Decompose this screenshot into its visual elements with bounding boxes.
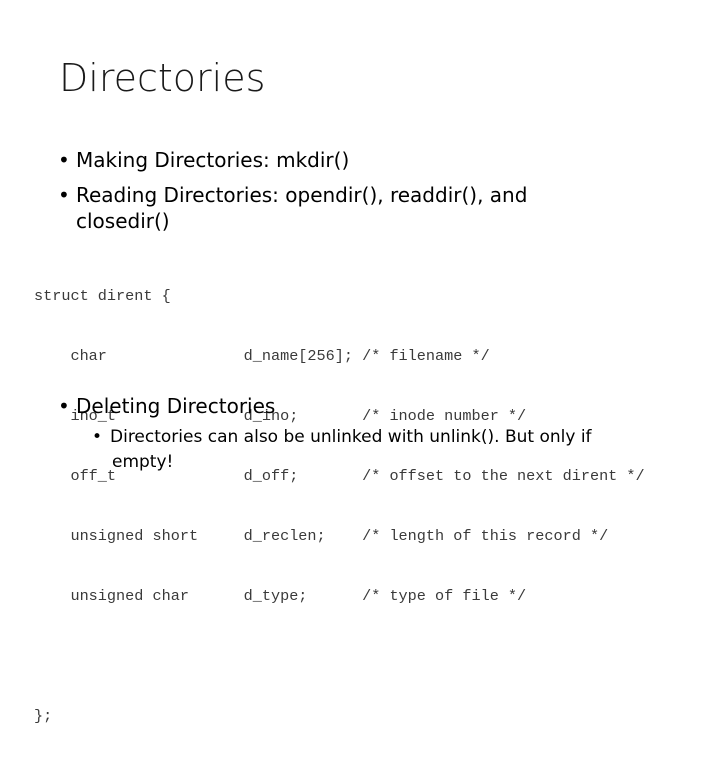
bullet-text: Reading Directories: opendir(), readdir(…: [76, 183, 528, 207]
code-line: [34, 646, 645, 666]
code-line: };: [34, 707, 53, 725]
code-line: struct dirent {: [34, 287, 171, 305]
bullet-dot-icon: •: [58, 183, 70, 207]
bullet-dot-icon: •: [92, 427, 103, 447]
bullet-text: Directories can also be unlinked with un…: [110, 427, 592, 447]
bullet-text: Deleting Directories: [76, 394, 276, 418]
sub-bullet-unlink-continued: empty!: [112, 452, 174, 472]
slide-title: Directories: [59, 56, 266, 100]
bullet-dot-icon: •: [58, 148, 70, 172]
bullet-deleting-directories: •Deleting Directories: [58, 394, 275, 418]
bullet-making-directories: •Making Directories: mkdir(): [58, 148, 349, 172]
sub-bullet-unlink: • Directories can also be unlinked with u…: [92, 427, 592, 447]
code-line: char d_name[256]; /* filename */: [34, 347, 490, 365]
bullet-dot-icon: •: [58, 394, 70, 418]
code-line: ino_t d_ino; /* inode number */: [34, 407, 527, 425]
bullet-text: Making Directories: mkdir(): [76, 148, 350, 172]
dirent-struct-code: struct dirent { char d_name[256]; /* fil…: [34, 246, 645, 766]
code-line: off_t d_off; /* offset to the next diren…: [34, 467, 645, 485]
code-line: unsigned char d_type; /* type of file */: [34, 587, 527, 605]
code-line: unsigned short d_reclen; /* length of th…: [34, 527, 609, 545]
bullet-reading-directories-continued: closedir(): [76, 209, 170, 233]
slide: Directories •Making Directories: mkdir()…: [34, 56, 645, 725]
bullet-reading-directories: •Reading Directories: opendir(), readdir…: [58, 183, 527, 207]
